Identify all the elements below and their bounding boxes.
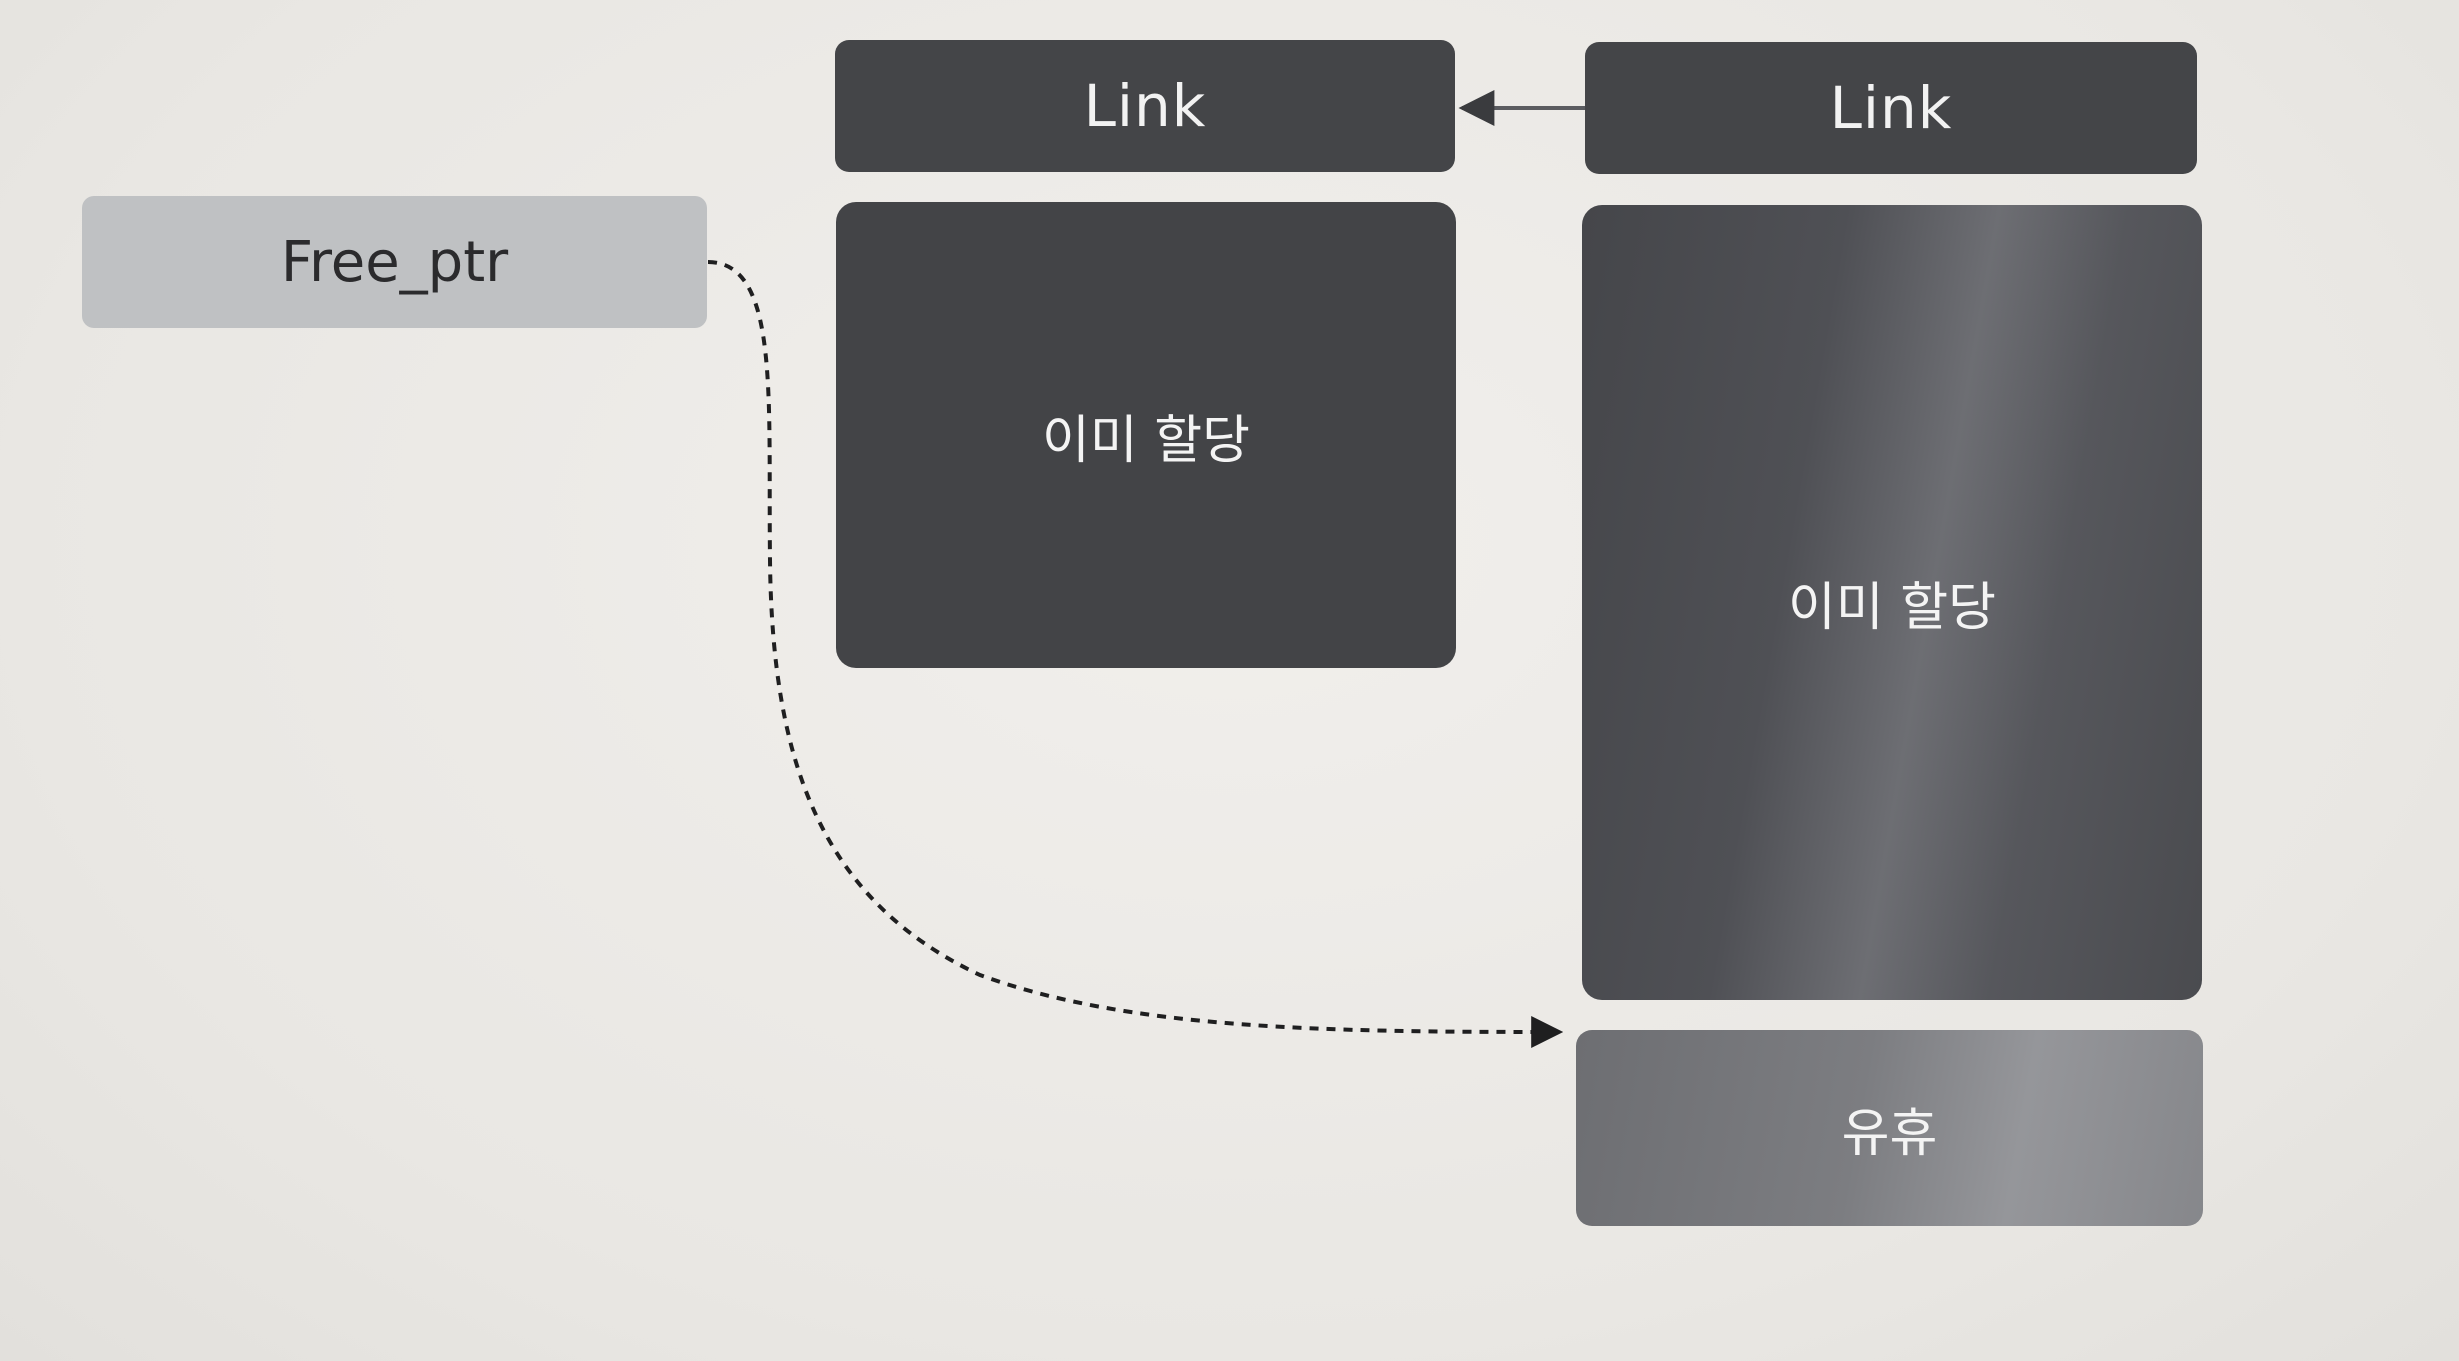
left-block-allocated: 이미 할당	[836, 202, 1456, 668]
idle-label: 유휴	[1841, 1103, 1938, 1164]
free-ptr-label: Free_ptr	[280, 229, 509, 295]
free-ptr-box: Free_ptr	[82, 196, 707, 328]
left-link-label: Link	[1083, 72, 1207, 140]
right-block-allocated: 이미 할당	[1582, 205, 2202, 1000]
right-link-label: Link	[1829, 74, 1953, 142]
left-allocated-label: 이미 할당	[1042, 410, 1250, 471]
right-allocated-label: 이미 할당	[1788, 578, 1996, 638]
left-block-link: Link	[835, 40, 1455, 172]
right-block-link: Link	[1585, 42, 2197, 174]
right-block-idle: 유휴	[1576, 1030, 2203, 1226]
